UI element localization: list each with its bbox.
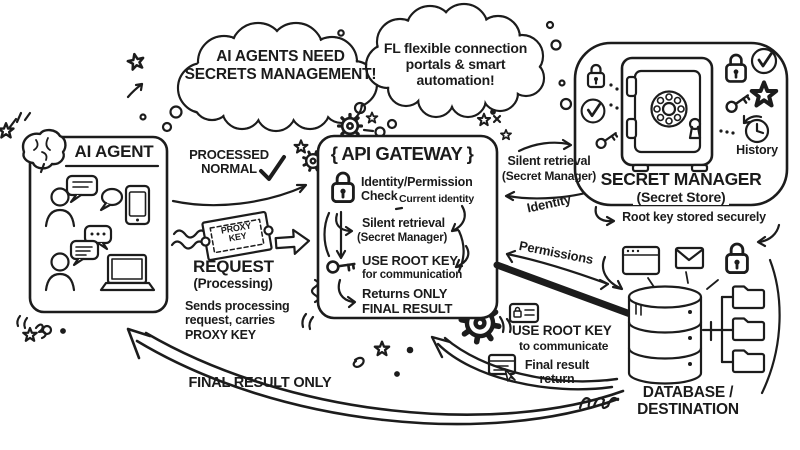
gateway-step1: Identity/Permission Check: [361, 175, 473, 203]
silent-retrieval-sub-label: (Secret Manager): [501, 169, 597, 183]
mail-icon: [674, 246, 705, 270]
silent-retrieval-arrow: [517, 138, 573, 153]
api-gateway-box: [316, 134, 499, 320]
request-note: Sends processing request, carries PROXY …: [185, 299, 290, 342]
gateway-step2: Silent retrieval: [362, 216, 445, 230]
x-mark: [492, 114, 502, 124]
dots-and-circles: [41, 20, 573, 377]
request-squiggle-lines: [170, 229, 209, 250]
browser-cursor-icon: [487, 353, 517, 382]
laptop-icon: [99, 253, 156, 292]
database-icon: [627, 285, 703, 385]
browser-window-icon: [621, 245, 661, 276]
cloud-text-flexible: FL flexible connection portals & smart a…: [383, 40, 528, 89]
root-key-note: Root key stored securely: [622, 210, 766, 224]
root-key-note-arrow: [594, 205, 616, 227]
keyhole: [688, 117, 702, 131]
dots: [609, 83, 735, 135]
folder-tree: [701, 285, 766, 374]
ai-agent-box: [21, 128, 169, 314]
gateway-step1-note: Current identity: [399, 193, 474, 205]
silent-retrieval-label: Silent retrieval: [507, 154, 591, 168]
star-icon: [125, 51, 147, 72]
request-label: REQUEST: [193, 257, 274, 276]
lock-icon: [725, 242, 749, 275]
processed-normal-label: PROCESSED NORMAL: [189, 147, 269, 177]
thought-cloud-need: [139, 21, 379, 133]
thought-trail-bubble: [169, 105, 183, 119]
inner-flow-arrows: [323, 204, 470, 309]
final-result-only-label: FINAL RESULT ONLY: [188, 375, 332, 391]
cloud-text-need: AI AGENTS NEED SECRETS MANAGEMENT!: [184, 48, 377, 84]
credential-card-icon: [508, 302, 540, 324]
secret-manager-title: SECRET MANAGER: [600, 169, 762, 189]
star-icon: [373, 340, 391, 357]
check-circle-icon: [580, 98, 606, 124]
gateway-database-link: [493, 261, 645, 322]
check-circle-icon: [750, 47, 778, 75]
star-icon: [293, 139, 309, 154]
thought-cloud-flexible: [364, 2, 546, 119]
user-icon: [44, 252, 76, 292]
gateway-step4: Returns ONLY FINAL RESULT: [362, 286, 453, 317]
left-brace: [323, 211, 331, 258]
sparkle-lines: [8, 111, 32, 129]
star-icon: [500, 128, 512, 141]
processed-normal-arrow: [171, 183, 308, 207]
final-result-return-arrow: [430, 335, 619, 391]
user-icon: [44, 187, 76, 228]
gear-chain-line: [362, 128, 375, 133]
use-root-key-label: USE ROOT KEY: [512, 323, 612, 338]
final-result-only-arrow: [126, 327, 625, 426]
secret-manager-subtitle: (Secret Store): [618, 189, 744, 205]
use-root-key-sub-label: to communicate: [519, 339, 609, 353]
folder-icon: [731, 317, 766, 342]
history-clock-icon: [742, 114, 770, 144]
folder-icon: [731, 285, 766, 310]
small-arrow-up: [126, 82, 144, 99]
proxy-key-ticket: [200, 210, 274, 262]
api-gateway-title: { API GATEWAY }: [330, 143, 474, 164]
request-arrow: [274, 228, 311, 255]
secret-manager-bubble: [573, 41, 789, 227]
right-brace: [457, 229, 465, 273]
star-icon: [476, 112, 492, 127]
speech-bubble-icon: [65, 174, 99, 204]
gateway-step2-sub: (Secret Manager): [357, 232, 448, 244]
star-icon: [22, 326, 38, 342]
thought-trail-bubble: [161, 121, 173, 133]
request-sub-label: (Processing): [193, 276, 273, 291]
database-title: DATABASE / DESTINATION: [637, 384, 739, 419]
chat-lines-bubble-icon: [69, 239, 100, 267]
database-side-arrows: [601, 223, 781, 395]
smartphone-icon: [124, 184, 151, 226]
permissions-arrow: [505, 249, 610, 291]
safe-icon: [620, 56, 714, 173]
brain-icon: [21, 128, 67, 174]
checkmark-icon: [259, 155, 286, 181]
speech-bubble-icon: [99, 187, 124, 212]
history-label: History: [736, 143, 778, 157]
right-paren-curve: [760, 258, 781, 395]
gateway-step3: USE ROOT KEY: [362, 253, 458, 268]
star-icon: [365, 111, 379, 124]
thought-trail-bubble: [139, 113, 147, 121]
gateway-step3-sub: for communication: [362, 269, 463, 281]
ai-agent-title: AI AGENT: [74, 142, 154, 161]
final-return-label: Final result return: [524, 358, 590, 386]
icon-connector-lines: [647, 271, 719, 290]
secret-store-text: (Secret Store): [633, 189, 729, 205]
gear-icon: [336, 112, 364, 140]
folder-icon: [731, 349, 766, 374]
